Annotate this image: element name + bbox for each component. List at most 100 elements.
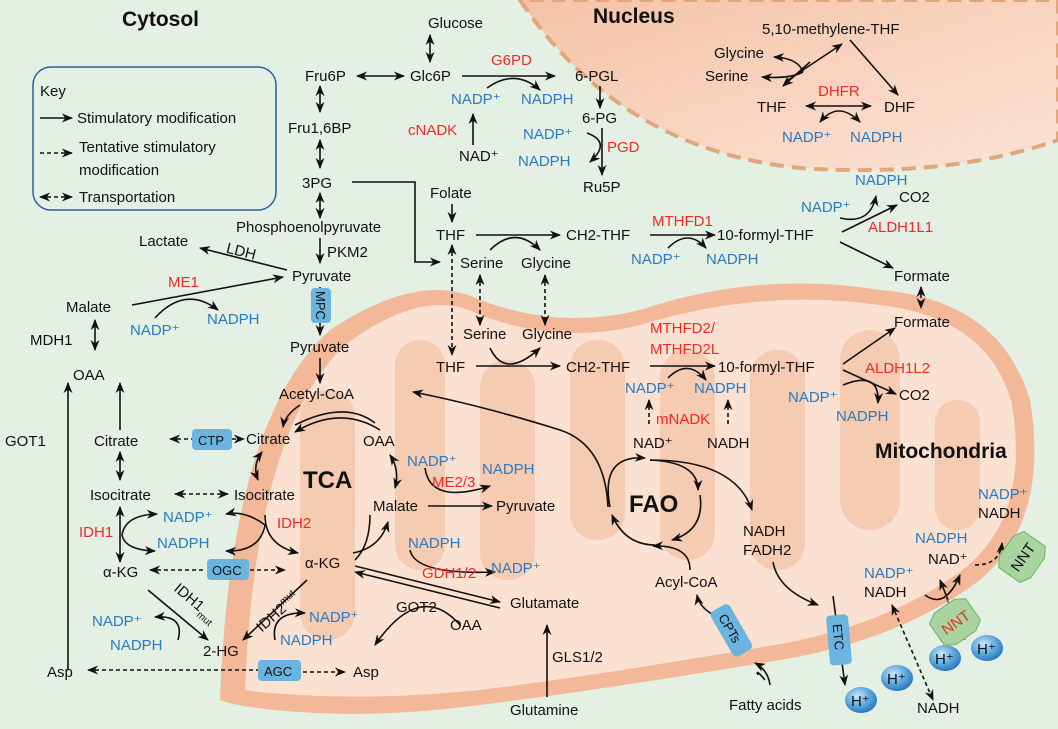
mpc-transporter: MPC bbox=[311, 288, 331, 323]
nadp-plus: NADP⁺ bbox=[92, 613, 142, 630]
etc-complex: ETC bbox=[826, 614, 852, 666]
akg-cytosol: α-KG bbox=[103, 564, 138, 581]
arrow bbox=[839, 194, 879, 221]
glucose: Glucose bbox=[428, 15, 483, 32]
nadph: NADPH bbox=[521, 91, 574, 108]
6-pgl: 6-PGL bbox=[575, 68, 618, 85]
me1-enzyme: ME1 bbox=[168, 274, 199, 291]
arrow bbox=[280, 404, 301, 429]
key-item-tentative-line2: modification bbox=[79, 162, 159, 179]
mdh1: MDH1 bbox=[30, 332, 73, 349]
nadph: NADPH bbox=[408, 535, 461, 552]
nadp-plus: NADP⁺ bbox=[309, 609, 359, 626]
nadph: NADPH bbox=[207, 311, 260, 328]
arrow bbox=[849, 39, 899, 96]
arrow bbox=[242, 579, 308, 641]
arrow bbox=[586, 132, 602, 163]
proton-ion: H⁺ bbox=[929, 645, 961, 671]
pyruvate-mito: Pyruvate bbox=[290, 339, 349, 356]
ldh: LDH bbox=[224, 240, 257, 264]
fao-label: FAO bbox=[629, 491, 678, 518]
arrow bbox=[754, 662, 771, 686]
arrow bbox=[131, 274, 285, 306]
ru5p: Ru5P bbox=[583, 179, 621, 196]
pkm2: PKM2 bbox=[327, 244, 368, 261]
mthfd2-enzyme-line1: MTHFD2/ bbox=[650, 320, 716, 337]
nadph: NADPH bbox=[482, 461, 535, 478]
arrow bbox=[651, 541, 691, 571]
arrow bbox=[352, 181, 442, 267]
key-title: Key bbox=[40, 83, 66, 100]
citrate-cytosol: Citrate bbox=[94, 433, 138, 450]
arrow bbox=[649, 459, 753, 512]
nadp-plus: NADP⁺ bbox=[801, 199, 851, 216]
nadp-plus: NADP⁺ bbox=[163, 509, 213, 526]
arrow bbox=[607, 452, 647, 508]
fatty-acids: Fatty acids bbox=[729, 697, 802, 714]
mnadk-enzyme: mNADK bbox=[656, 411, 710, 428]
hplus-label: H⁺ bbox=[851, 693, 870, 710]
key-item-transport: Transportation bbox=[79, 189, 175, 206]
nadh-fao: NADH bbox=[743, 523, 786, 540]
arrow bbox=[939, 578, 949, 601]
arrow bbox=[264, 514, 300, 555]
formate-cytosol: Formate bbox=[894, 268, 950, 285]
glycine-mito: Glycine bbox=[522, 326, 572, 343]
arrow bbox=[819, 110, 861, 123]
arrow bbox=[924, 573, 961, 601]
nadh-cytosol: NADH bbox=[917, 700, 960, 717]
arrow bbox=[486, 77, 541, 91]
fru6p: Fru6P bbox=[305, 68, 346, 85]
nadp-plus: NADP⁺ bbox=[491, 560, 541, 577]
glc6p: Glc6P bbox=[410, 68, 451, 85]
aldh1l1-enzyme: ALDH1L1 bbox=[868, 219, 933, 236]
oaa-mito-2: OAA bbox=[450, 617, 482, 634]
arrow bbox=[294, 411, 376, 426]
arrow bbox=[670, 494, 702, 542]
nadp-plus: NADP⁺ bbox=[451, 91, 501, 108]
nadh-nnt: NADH bbox=[864, 584, 907, 601]
nad-plus: NAD⁺ bbox=[633, 435, 673, 452]
oaa-mito: OAA bbox=[363, 433, 395, 450]
thf-nucleus: THF bbox=[757, 99, 786, 116]
pyruvate-mito-2: Pyruvate bbox=[496, 498, 555, 515]
arrow bbox=[273, 608, 307, 641]
mthfd1-enzyme: MTHFD1 bbox=[652, 213, 713, 230]
proton-ion: H⁺ bbox=[881, 665, 913, 691]
nadp-plus: NADP⁺ bbox=[978, 486, 1028, 503]
arrow bbox=[374, 605, 461, 646]
nadp-plus: NADP⁺ bbox=[523, 126, 573, 143]
cytosol-title: Cytosol bbox=[122, 8, 199, 31]
nadph: NADPH bbox=[836, 408, 889, 425]
arrow bbox=[489, 347, 541, 365]
10-formyl-thf-cytosol: 10-formyl-THF bbox=[717, 227, 814, 244]
arrow bbox=[489, 236, 541, 251]
idh1-enzyme: IDH1 bbox=[79, 524, 113, 541]
agc-label: AGC bbox=[264, 664, 292, 679]
serine-cytosol: Serine bbox=[460, 255, 503, 272]
arrow bbox=[354, 514, 371, 561]
nadph: NADPH bbox=[518, 153, 571, 170]
3pg: 3PG bbox=[302, 175, 332, 192]
arrow bbox=[121, 509, 159, 536]
glycine-cytosol: Glycine bbox=[521, 255, 571, 272]
me23-enzyme: ME2/3 bbox=[432, 474, 475, 491]
nadph: NADPH bbox=[110, 637, 163, 654]
pyruvate-cytosol: Pyruvate bbox=[292, 268, 351, 285]
mitochondria-title: Mitochondria bbox=[875, 440, 1007, 463]
arrow bbox=[667, 367, 707, 381]
nadp-plus: NADP⁺ bbox=[625, 380, 675, 397]
arrow bbox=[353, 570, 501, 609]
key-item-stimulatory: Stimulatory modification bbox=[77, 110, 236, 127]
methylene-thf: 5,10-methylene-THF bbox=[762, 21, 900, 38]
malate-cytosol: Malate bbox=[66, 299, 111, 316]
nadph: NADPH bbox=[157, 535, 210, 552]
ch2-thf-mito: CH2-THF bbox=[566, 359, 630, 376]
nadp-plus: NADP⁺ bbox=[782, 129, 832, 146]
isocitrate-cytosol: Isocitrate bbox=[90, 487, 151, 504]
arrow bbox=[611, 513, 656, 546]
citrate-mito: Citrate bbox=[246, 431, 290, 448]
gdh-enzyme: GDH1/2 bbox=[422, 565, 476, 582]
